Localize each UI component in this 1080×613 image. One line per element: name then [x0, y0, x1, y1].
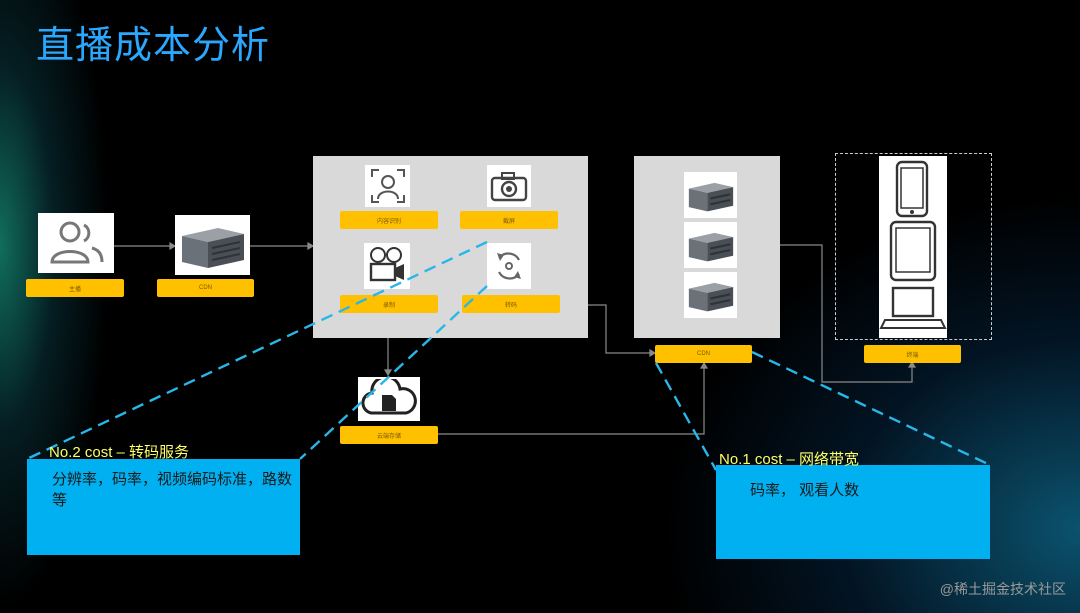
devices-icon [879, 160, 947, 329]
camera-icon [490, 172, 528, 202]
bandwidth-cost-heading: No.1 cost – 网络带宽 [719, 451, 860, 468]
transcode-cost-body: 分辨率，码率，视频编码标准，路数等 [52, 471, 293, 509]
pointer-transcode-right [299, 285, 488, 460]
face-node [365, 165, 410, 207]
record-node [364, 243, 410, 289]
anchor-label: 主播 [26, 279, 124, 297]
cloud-file-icon [361, 379, 417, 415]
cloud-node [358, 377, 420, 421]
laptop-icon [891, 286, 935, 318]
transcode-cost-callout [27, 459, 300, 555]
face-recognition-icon [370, 169, 405, 203]
pointer-transcode-left [26, 240, 488, 461]
phone-icon [895, 160, 929, 218]
cdn-left-label: CDN [157, 279, 254, 297]
server-icon [688, 282, 733, 312]
server-node-2 [684, 222, 737, 268]
tablet-icon [889, 220, 937, 282]
movie-camera-icon [369, 247, 404, 282]
cdn-left-node [175, 215, 250, 275]
cdn-right-label: CDN [655, 345, 752, 363]
arrowhead-anchor-to-cdn [169, 241, 177, 251]
transcode-label: 转码 [462, 295, 560, 313]
arrowhead-cloud-to-cdn [699, 361, 709, 369]
arrowhead-cdn-to-processing [307, 241, 315, 251]
server-icon [688, 182, 733, 212]
server-icon [181, 228, 244, 268]
transcode-cost-heading: No.2 cost – 转码服务 [49, 444, 190, 461]
watermark: @稀土掘金技术社区 [939, 581, 1066, 597]
arrow-servers-to-devices [780, 244, 913, 383]
pointer-cdn-left [654, 362, 718, 471]
face-label: 内容识别 [340, 211, 438, 229]
cloud-label: 云端存储 [340, 426, 438, 444]
arrow-cloud-to-cdn [438, 367, 705, 435]
server-node-1 [684, 172, 737, 218]
bandwidth-cost-callout [716, 465, 990, 559]
arrowhead-record-to-cloud [383, 369, 393, 377]
convert-icon [497, 252, 521, 280]
anchor-node [38, 213, 114, 273]
bandwidth-cost-body: 码率， 观看人数 [750, 482, 860, 499]
devices-label: 终端 [864, 345, 961, 363]
devices-dashed-box [835, 153, 992, 340]
users-icon [50, 221, 104, 264]
arrowhead-transcode-to-cdn [649, 348, 657, 358]
server-icon [688, 232, 733, 262]
server-node-3 [684, 272, 737, 318]
transcode-node [487, 243, 531, 289]
snapshot-label: 截屏 [460, 211, 558, 229]
arrowhead-servers-to-devices [907, 360, 917, 368]
snapshot-node [487, 165, 531, 207]
pointer-cdn-right [751, 350, 991, 467]
page-title: 直播成本分析 [36, 25, 271, 67]
devices-node [879, 156, 947, 338]
